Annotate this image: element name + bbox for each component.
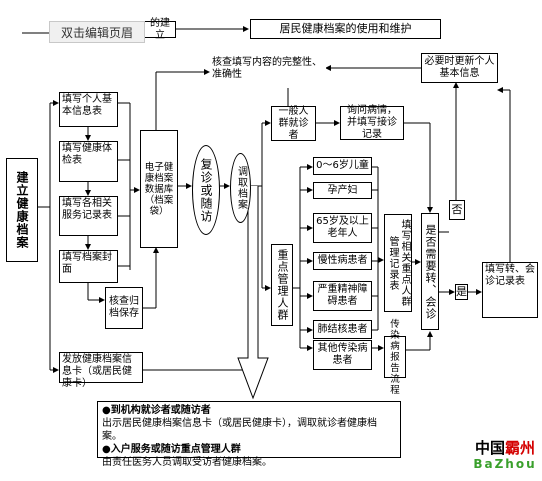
fill-archive-cover-box: 填写档案封面 — [59, 250, 118, 283]
group-mental-box: 严重精神障碍患者 — [313, 281, 372, 311]
no-label-box: 否 — [449, 200, 465, 220]
note-title-visit: ●到机构就诊者或随访者 — [102, 405, 211, 416]
group-maternal-box: 孕产妇 — [313, 182, 372, 199]
key-group-box: 重点管理人群 — [271, 244, 293, 326]
logo-text-china: 中国 — [474, 439, 505, 457]
issue-card-box: 发放健康档案信息卡（或居民健康卡） — [59, 352, 143, 389]
return-visit-ellipse: 复诊或随访 — [192, 145, 220, 235]
referral-record-box: 填写转、会诊记录表 — [482, 262, 538, 318]
need-referral-box: 是否需要转、会诊 — [421, 213, 439, 330]
general-patient-box: 一般人群就诊者 — [271, 106, 316, 141]
logo-text-bazhou: 霸州 — [505, 439, 536, 457]
group-elderly-box: 65岁及以上老年人 — [313, 213, 372, 243]
group-chronic-box: 慢性病患者 — [313, 252, 372, 270]
fill-key-records-box: 填写相关重点人群管理记录表 — [384, 214, 412, 312]
infectious-report-box: 传染病报告流程 — [384, 319, 406, 396]
logo-text-pinyin: BaZhou — [473, 457, 537, 471]
note-text-visit: 出示居民健康档案信息卡（或居民健康卡），调取就诊者健康档案。 — [102, 418, 377, 442]
retrieve-archive-ellipse: 调取档案 — [230, 153, 251, 223]
check-archive-box: 核查归档保存 — [105, 287, 143, 329]
note-title-home: ●入户服务或随访重点管理人群 — [102, 444, 241, 455]
header-partial-title: 的建立 — [145, 18, 176, 41]
update-info-box: 必要时更新个人基本信息 — [421, 53, 498, 83]
note-text-home: 由责任医务人员调取受访者健康档案。 — [102, 457, 272, 468]
header-main-title: 居民健康档案的使用和维护 — [250, 19, 441, 39]
e-health-database-box: 电子健康档案数据库（档案袋） — [140, 130, 178, 248]
access-note-box: ●到机构就诊者或随访者 出示居民健康档案信息卡（或居民健康卡），调取就诊者健康档… — [97, 401, 401, 468]
group-children-box: 0～6岁儿童 — [313, 157, 372, 175]
group-tb-box: 肺结核患者 — [313, 320, 372, 339]
group-other-infectious-box: 其他传染病患者 — [313, 340, 372, 370]
fill-health-exam-box: 填写健康体检表 — [59, 141, 118, 182]
edit-header-tab[interactable]: 双击编辑页眉 — [49, 21, 145, 43]
fill-service-record-box: 填写各相关服务记录表 — [59, 196, 118, 236]
fill-personal-info-box: 填写个人基本信息表 — [59, 92, 118, 127]
ask-condition-box: 询问病情，并填写接诊记录 — [340, 105, 404, 140]
verify-completeness-text: 核查填写内容的完整性、准确性 — [210, 56, 326, 88]
bazhou-logo: 中国霸州 BaZhou — [472, 439, 538, 472]
establish-archive-box: 建立健康档案 — [6, 158, 38, 262]
yes-label-box: 是 — [455, 284, 468, 300]
